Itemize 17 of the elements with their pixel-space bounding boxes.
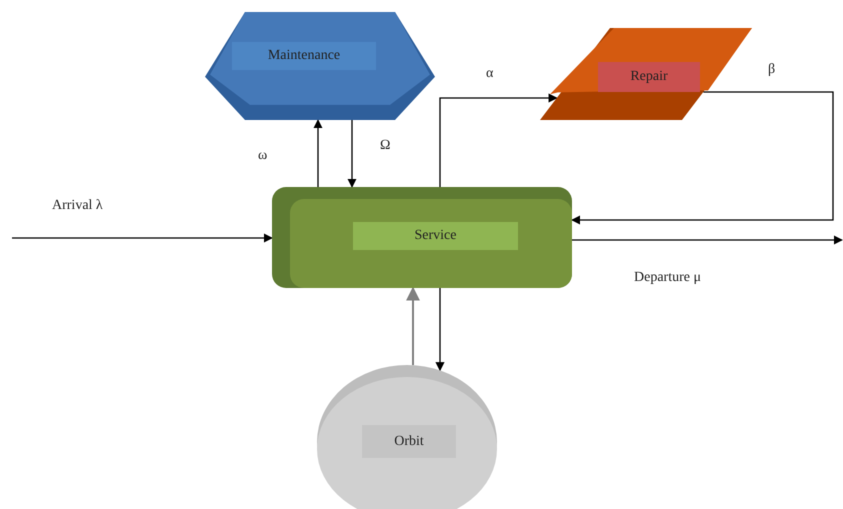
edge-label: Departure μ: [634, 270, 701, 286]
arrow: [572, 235, 843, 245]
arrow: [313, 119, 323, 187]
arrow: [12, 233, 273, 243]
node-label: Repair: [598, 62, 700, 92]
arrow: [435, 288, 445, 372]
parallelogram-node: [540, 28, 752, 120]
arrow: [406, 286, 420, 366]
edge-label: β: [768, 62, 776, 78]
hexagon-node: [205, 12, 435, 120]
node-label: Maintenance: [232, 42, 376, 70]
arrow: [439, 93, 558, 187]
arrow: [571, 91, 834, 225]
node-label: Service: [353, 222, 518, 250]
service-block: [272, 187, 572, 288]
arrow: [347, 120, 357, 188]
node-label: Orbit: [362, 425, 456, 458]
